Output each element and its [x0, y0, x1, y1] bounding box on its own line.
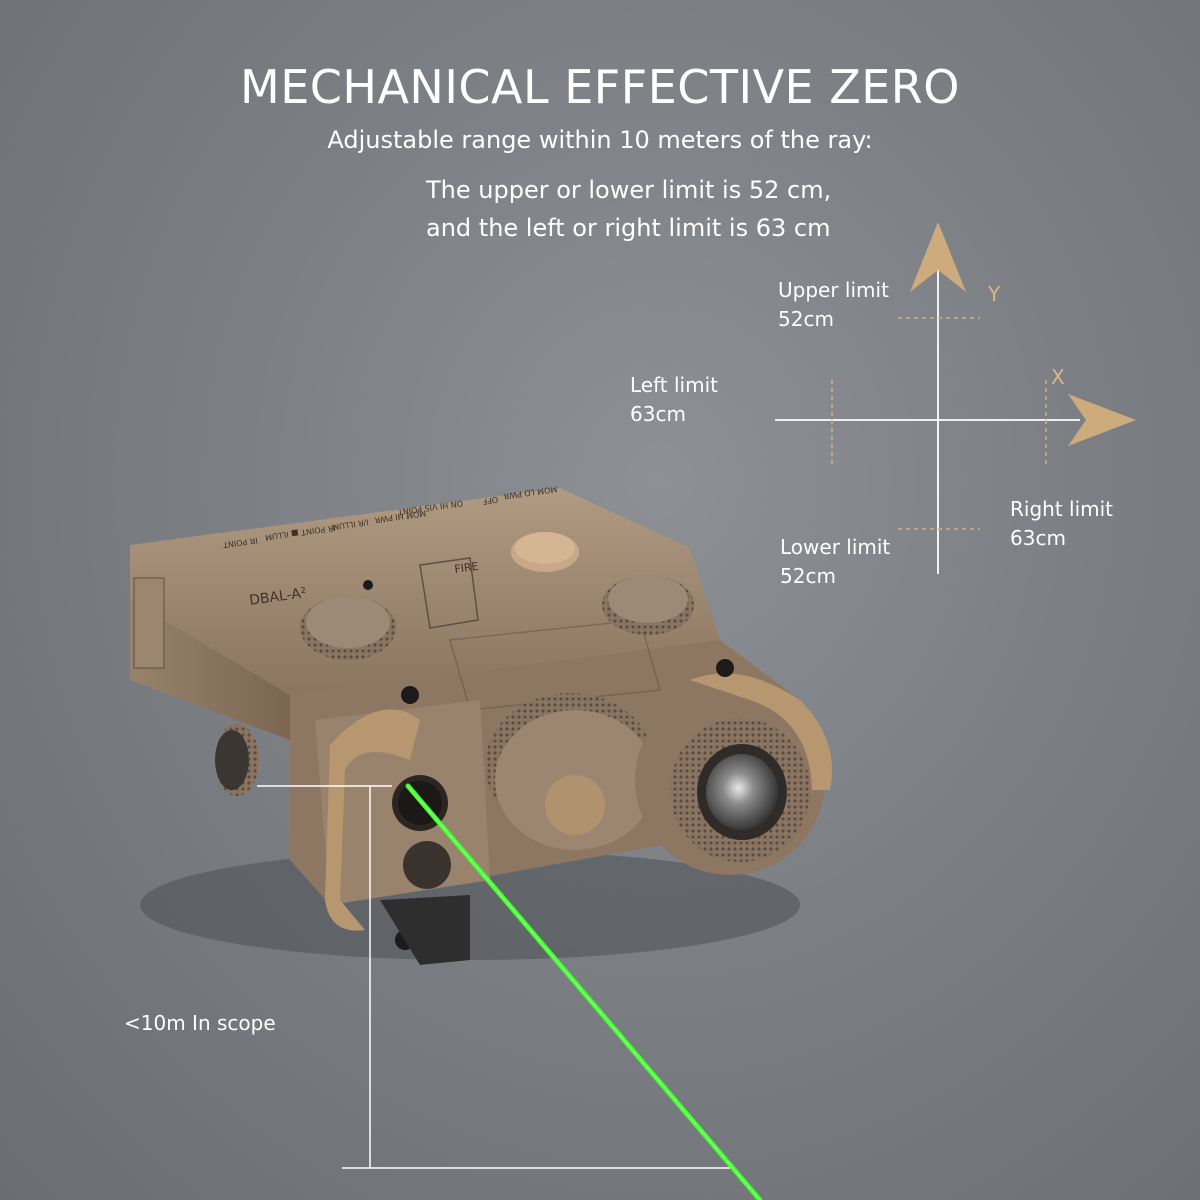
left-limit-value: 63cm: [630, 402, 686, 426]
xy-axes: [775, 222, 1136, 574]
x-axis-label: X: [1051, 365, 1065, 389]
upper-limit-name: Upper limit: [778, 278, 889, 302]
right-limit-name: Right limit: [1010, 497, 1114, 521]
page-title: MECHANICAL EFFECTIVE ZERO: [240, 60, 960, 114]
x-arrow-icon: [1068, 394, 1136, 446]
right-limit-value: 63cm: [1010, 526, 1066, 550]
upper-limit-label: Upper limit 52cm: [778, 276, 889, 334]
scope-bracket: [257, 785, 730, 1169]
left-limit-name: Left limit: [630, 373, 718, 397]
lower-limit-label: Lower limit 52cm: [780, 533, 890, 591]
device-mode-label: OFF: [482, 495, 499, 506]
lower-limit-value: 52cm: [780, 564, 836, 588]
upper-limit-value: 52cm: [778, 307, 834, 331]
right-limit-label: Right limit 63cm: [1010, 495, 1113, 553]
lower-limit-name: Lower limit: [780, 535, 891, 559]
y-axis-label: Y: [988, 282, 1001, 306]
description-line-2: and the left or right limit is 63 cm: [426, 214, 831, 242]
scope-label: <10m In scope: [124, 1011, 276, 1035]
description-line-1: The upper or lower limit is 52 cm,: [426, 176, 832, 204]
y-arrow-icon: [910, 222, 966, 292]
subtitle: Adjustable range within 10 meters of the…: [327, 126, 873, 154]
device-model-label: DBAL-A²: [248, 585, 307, 609]
device-fire-label: FIRE: [454, 560, 480, 576]
left-limit-label: Left limit 63cm: [630, 371, 718, 429]
